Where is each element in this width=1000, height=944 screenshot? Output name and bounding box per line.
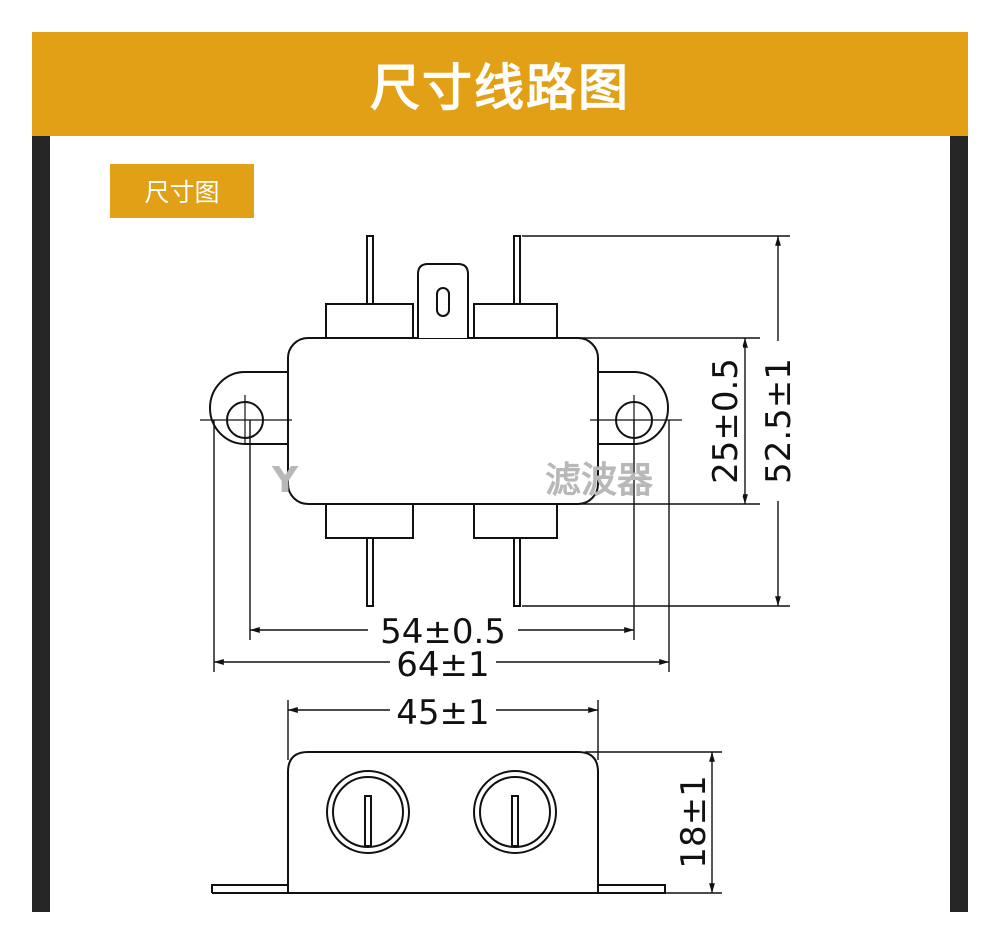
top-left-terminal <box>366 235 374 305</box>
label-height: 18±1 <box>674 775 714 868</box>
top-view <box>209 235 669 607</box>
top-left-lug-block <box>325 303 414 339</box>
label-body-width: 25±0.5 <box>706 358 746 484</box>
label-body-length: 45±1 <box>396 693 489 733</box>
ground-tab-slot <box>436 287 450 317</box>
watermark-right: 滤波器 <box>545 460 654 501</box>
dimension-labels: 54±0.5 64±1 45±1 25±0.5 52.5±1 18±1 <box>368 341 799 877</box>
section-tag: 尺寸图 <box>110 164 254 218</box>
right-border-bar <box>950 136 968 912</box>
bottom-right-lug-block <box>473 501 558 539</box>
label-terminal-length: 52.5±1 <box>759 358 799 484</box>
side-base-plate <box>211 884 666 894</box>
left-mounting-ear <box>209 371 288 445</box>
right-terminal-slot <box>511 795 519 847</box>
right-terminal-cap-outer <box>473 770 557 854</box>
right-mounting-ear <box>598 371 669 445</box>
side-body <box>287 751 599 893</box>
title-banner: 尺寸线路图 <box>32 32 968 136</box>
left-terminal-slot <box>364 795 372 847</box>
top-right-lug-block <box>473 303 558 339</box>
top-right-terminal <box>513 235 521 305</box>
left-terminal-cap-outer <box>326 770 410 854</box>
side-view <box>211 751 666 894</box>
section-label: 尺寸图 <box>144 178 220 207</box>
bottom-left-lug-block <box>325 501 414 539</box>
bottom-left-terminal <box>366 537 374 607</box>
watermark-left: Y <box>271 460 299 501</box>
label-overall-width: 64±1 <box>396 645 489 685</box>
left-border-bar <box>32 136 50 912</box>
page-title: 尺寸线路图 <box>370 59 630 117</box>
bottom-right-terminal <box>513 537 521 607</box>
ground-tab <box>417 263 469 338</box>
